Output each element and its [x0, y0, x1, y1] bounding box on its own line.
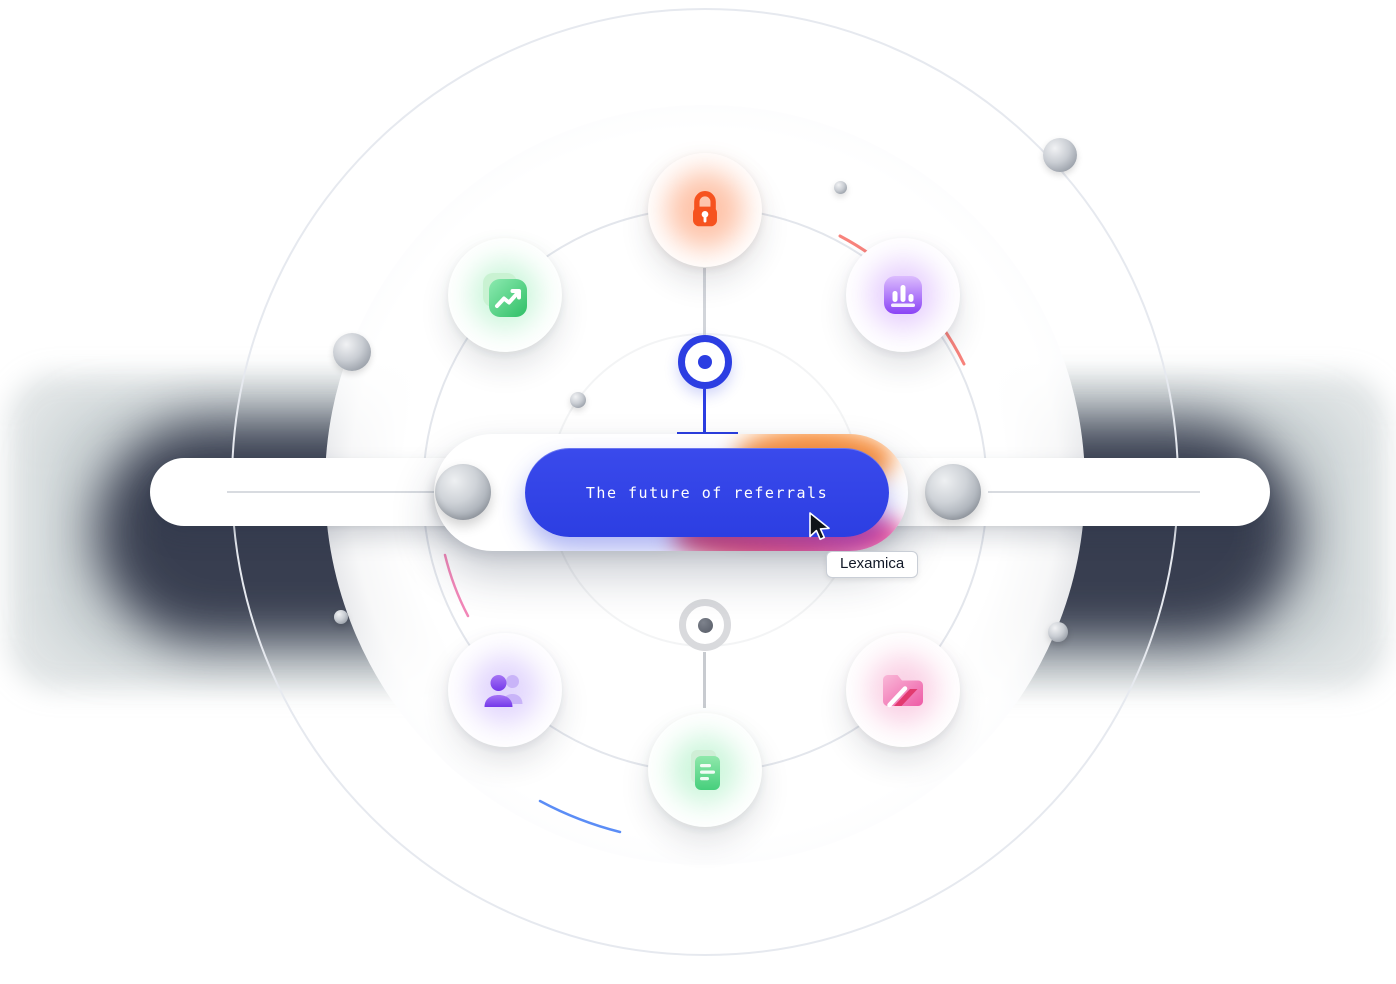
- ring-node-icon: [679, 599, 731, 651]
- badge-security: [648, 153, 762, 267]
- badge-network: [448, 633, 562, 747]
- track-line-right: [988, 491, 1200, 493]
- orbit-sphere: [1043, 138, 1077, 172]
- slider-knob-left[interactable]: [435, 464, 491, 520]
- cursor-pointer-icon: [809, 512, 830, 541]
- orbit-sphere: [334, 610, 348, 624]
- folder-icon: [883, 675, 923, 708]
- orbit-sphere: [834, 181, 847, 194]
- center-capsule: The future of referrals: [434, 434, 908, 551]
- badge-growth: [448, 238, 562, 352]
- orbit-sphere: [570, 392, 586, 408]
- badge-documents: [648, 713, 762, 827]
- bar-chart-icon: [884, 276, 922, 314]
- badge-files: [846, 633, 960, 747]
- target-icon: [678, 335, 732, 389]
- orbit-sphere: [333, 333, 371, 371]
- connector-crossbar: [677, 432, 738, 435]
- lock-icon: [693, 191, 717, 227]
- badge-analytics: [846, 238, 960, 352]
- connector-blue: [703, 389, 706, 451]
- connector-bottom: [703, 652, 706, 708]
- cursor-label: Lexamica: [826, 551, 919, 578]
- orbit-sphere: [1048, 622, 1068, 642]
- users-icon: [484, 675, 523, 707]
- connector-top: [703, 268, 706, 335]
- trend-up-icon: [483, 273, 527, 317]
- ring-node-dot: [697, 617, 713, 633]
- slider-knob-right[interactable]: [925, 464, 981, 520]
- center-pill-label: The future of referrals: [585, 483, 829, 502]
- target-dot: [698, 355, 712, 369]
- users-halo: [470, 655, 540, 725]
- center-pill-button[interactable]: The future of referrals: [525, 448, 889, 537]
- document-icon: [691, 750, 720, 790]
- track-line-left: [227, 491, 437, 493]
